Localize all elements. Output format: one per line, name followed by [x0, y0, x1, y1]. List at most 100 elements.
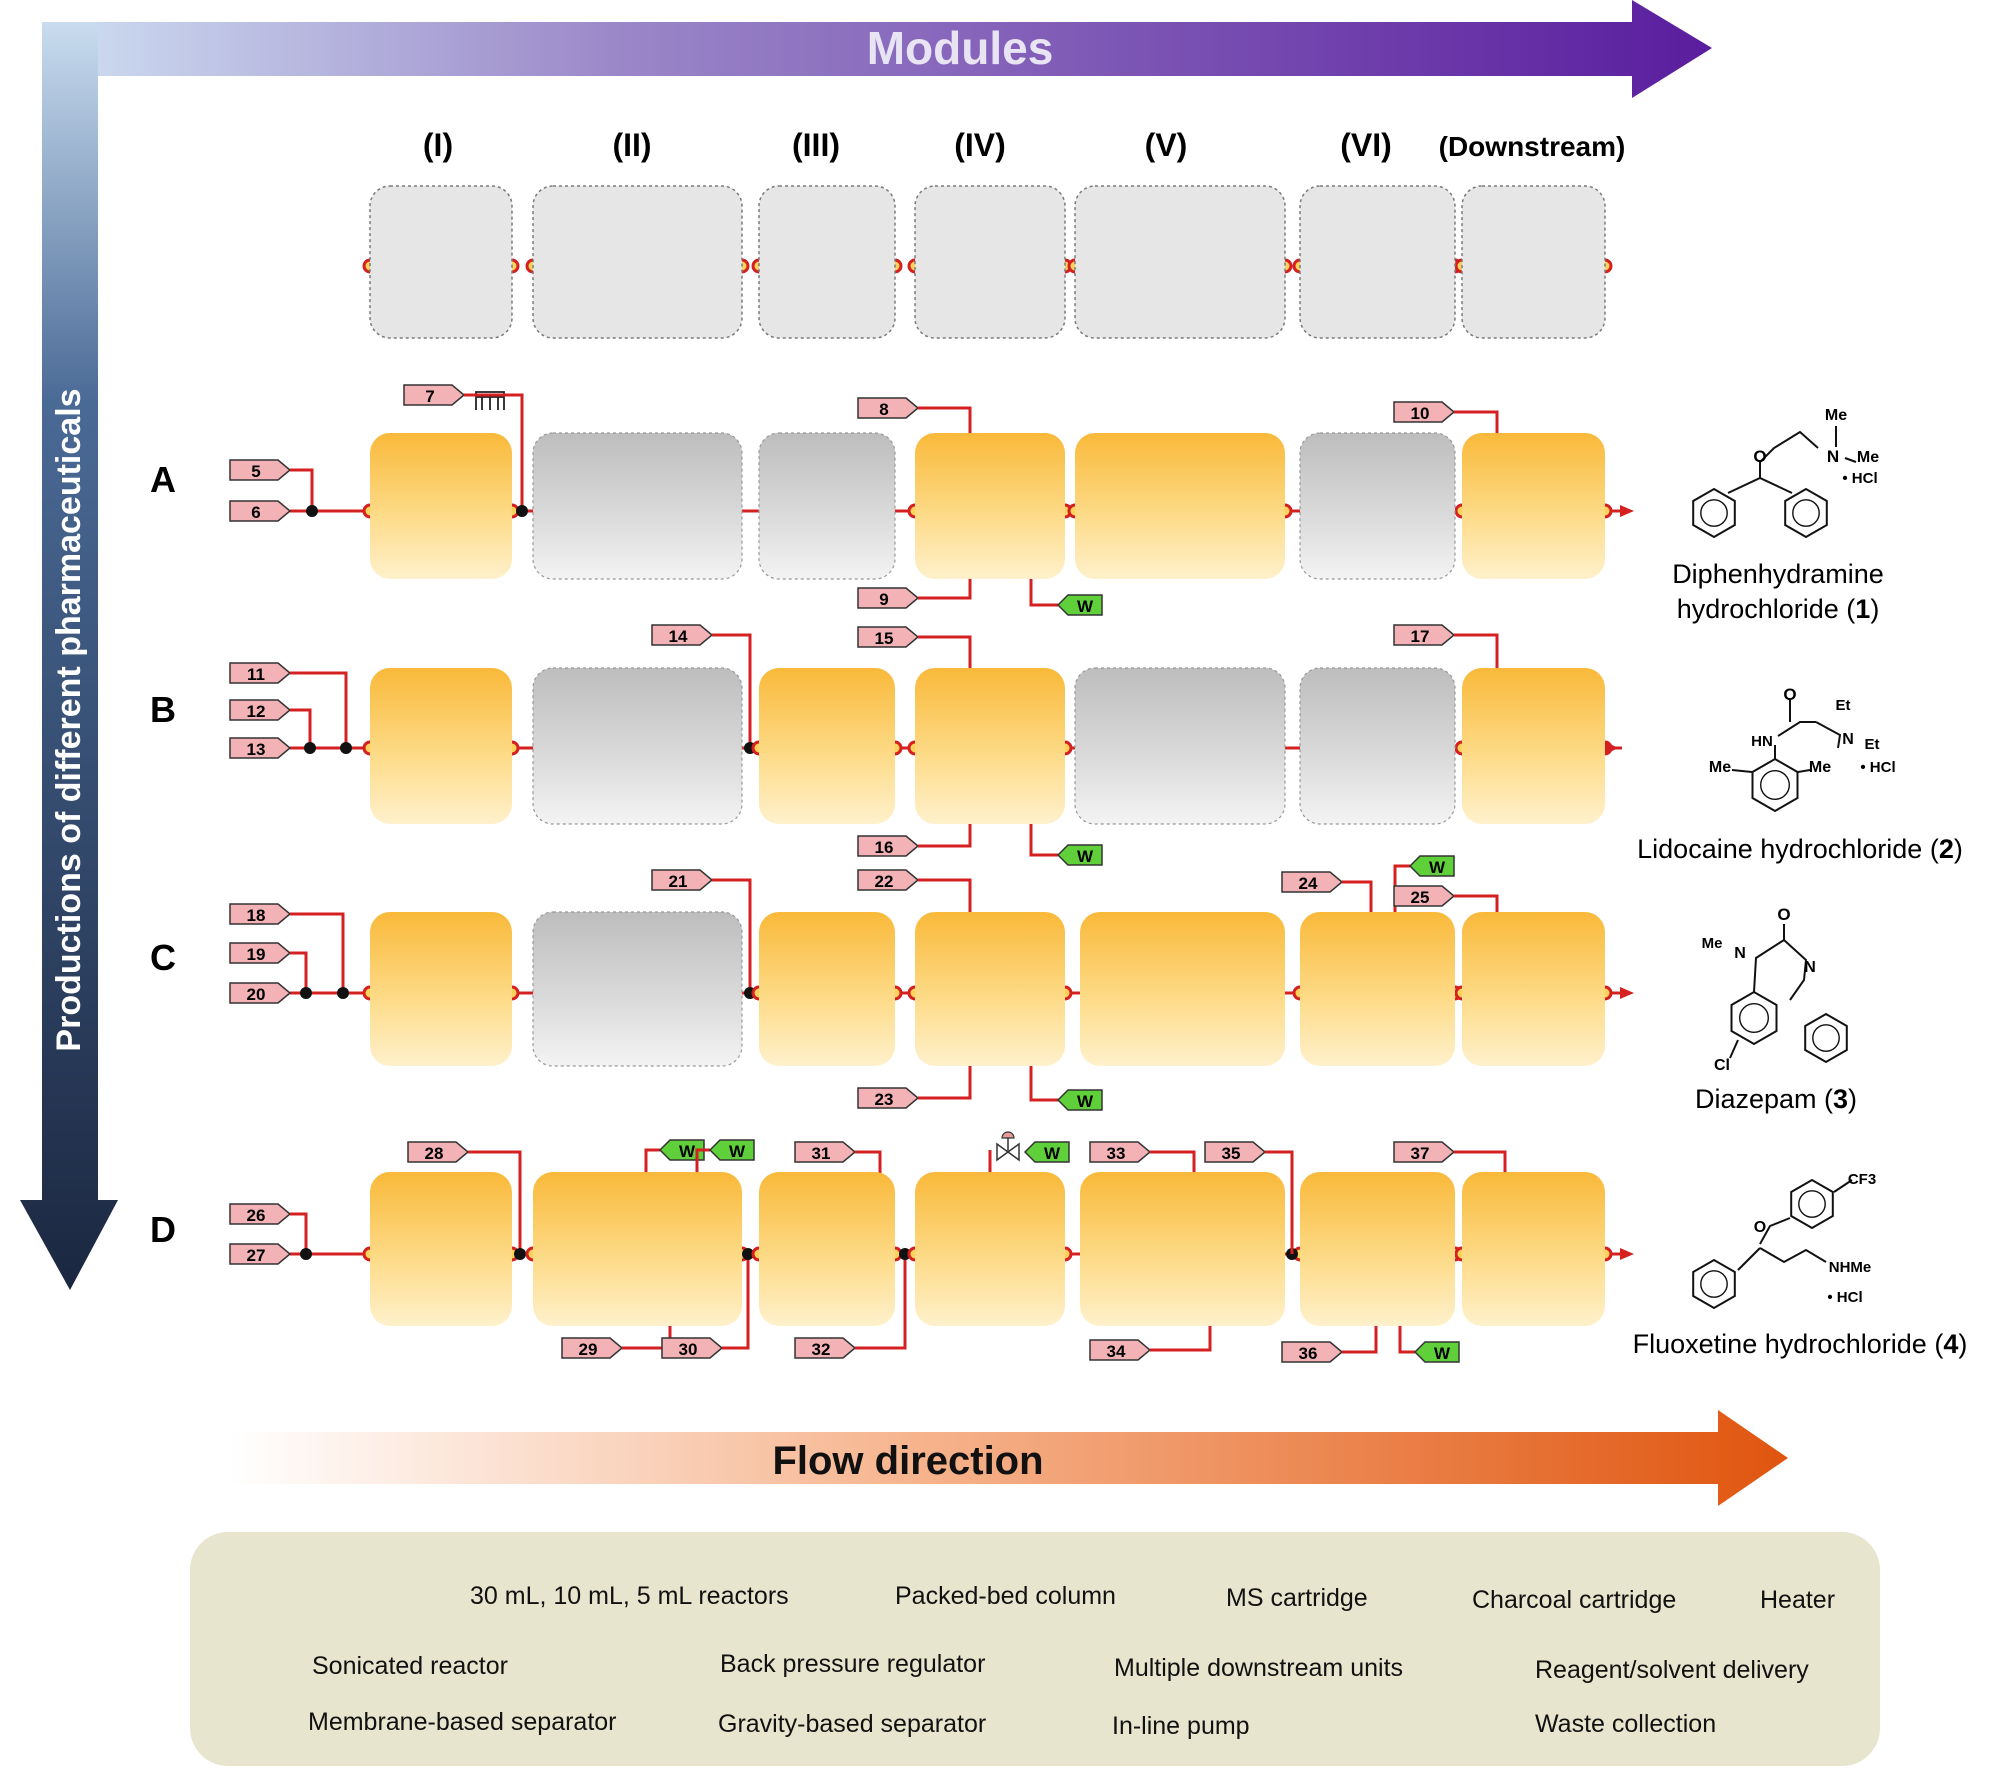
- module-i-active: [370, 1172, 512, 1326]
- tag-label: 6: [251, 503, 260, 522]
- reagent-inlet-tag: 17: [1393, 624, 1456, 646]
- module-ii-inactive: [532, 667, 743, 825]
- tag-label: 26: [247, 1206, 266, 1225]
- tag-shape: [1281, 871, 1344, 893]
- tag-label: 33: [1107, 1144, 1126, 1163]
- product-d-name: Fluoxetine hydrochloride (4): [1633, 1329, 1968, 1359]
- waste-collection-tag: W: [1413, 1341, 1460, 1363]
- reagent-inlet-tag: 30: [661, 1337, 724, 1359]
- tag-label: 29: [579, 1340, 598, 1359]
- tag-label: 17: [1411, 627, 1430, 646]
- junction-node: [306, 505, 318, 517]
- module-i-active: [370, 668, 512, 824]
- structure-atom-label: Me: [1709, 759, 1731, 776]
- structure-atom-label: HN: [1751, 733, 1773, 750]
- module-vi-inactive: [1299, 432, 1456, 580]
- junction-node: [899, 1248, 911, 1260]
- tag-shape: [403, 384, 466, 406]
- tag-shape: [857, 397, 920, 419]
- flow-direction-arrow: [230, 1410, 1788, 1506]
- module-vi-active: [1300, 1172, 1455, 1326]
- tag-shape: [1393, 624, 1456, 646]
- module-iii-inactive: [758, 432, 896, 580]
- structure-atom-label: Me: [1825, 407, 1847, 424]
- waste-label: W: [1044, 1144, 1061, 1163]
- tag-label: 25: [1411, 888, 1430, 907]
- module-reference-box: [532, 185, 743, 339]
- structure-bond: [1759, 430, 1819, 478]
- ring-outline: [1804, 1012, 1848, 1064]
- junction-node: [300, 987, 312, 999]
- reagent-inlet-tag: 19: [229, 942, 292, 964]
- structure-atom-label: N: [1827, 447, 1839, 466]
- legend-ms-cartridge: MS cartridge: [1226, 1584, 1368, 1612]
- module-iv-active: [915, 1172, 1065, 1326]
- module-v-active: [1075, 433, 1285, 579]
- reagent-inlet-tag: 21: [651, 869, 714, 891]
- legend-packed-bed: Packed-bed column: [895, 1582, 1116, 1610]
- tag-shape: [229, 459, 292, 481]
- tag-shape: [857, 1087, 920, 1109]
- ring-aromatic: [1812, 1024, 1840, 1052]
- junction-node: [337, 987, 349, 999]
- tag-shape: [229, 737, 292, 759]
- benzene-ring: [1804, 1012, 1848, 1064]
- waste-shape: [1023, 1141, 1070, 1163]
- flow-outlet-arrow: [1620, 987, 1634, 999]
- waste-collection-tag: W: [708, 1139, 755, 1161]
- ring-aromatic: [1700, 499, 1728, 527]
- flow-line: [464, 393, 524, 511]
- ring-outline: [1730, 990, 1778, 1046]
- structure-bond: [1759, 1217, 1791, 1245]
- structure-bond: [1753, 938, 1808, 1001]
- reagent-inlet-tag: 7: [403, 384, 466, 406]
- waste-label: W: [1429, 858, 1446, 877]
- tag-shape: [229, 1203, 292, 1225]
- tag-label: 21: [669, 872, 688, 891]
- benzene-ring: [1751, 757, 1799, 813]
- reagent-inlet-tag: 28: [407, 1141, 470, 1163]
- reagent-inlet-tag: 14: [651, 624, 714, 646]
- waste-label: W: [679, 1142, 696, 1161]
- ring-aromatic: [1792, 499, 1820, 527]
- junction-node: [300, 1248, 312, 1260]
- benzene-ring: [1784, 487, 1828, 539]
- tag-label: 27: [247, 1246, 266, 1265]
- module-header-1: (I): [423, 127, 453, 163]
- legend-waste: Waste collection: [1535, 1710, 1716, 1738]
- module-ii-active: [533, 1172, 742, 1326]
- bpr-knob: [1001, 1131, 1015, 1139]
- junction-node: [742, 1248, 754, 1260]
- tag-shape: [1204, 1141, 1267, 1163]
- ring-aromatic: [1798, 1190, 1826, 1218]
- waste-shape: [1413, 1341, 1460, 1363]
- waste-collection-tag: W: [1408, 855, 1455, 877]
- waste-collection-tag: W: [1023, 1141, 1070, 1163]
- waste-shape: [1056, 844, 1103, 866]
- module-reference-box: [369, 185, 513, 339]
- structure-bond: [1833, 1179, 1853, 1193]
- flow-line: [1265, 1150, 1294, 1254]
- tag-shape: [794, 1141, 857, 1163]
- flow-line: [290, 671, 348, 748]
- tag-shape: [857, 869, 920, 891]
- structure-atom-label: N: [1734, 945, 1746, 962]
- ring-outline: [1790, 1178, 1834, 1230]
- flow-outlet-arrow: [1605, 742, 1619, 754]
- tag-shape: [1393, 401, 1456, 423]
- legend-multi-downstream: Multiple downstream units: [1114, 1654, 1403, 1682]
- tag-label: 32: [812, 1340, 831, 1359]
- reagent-inlet-tag: 13: [229, 737, 292, 759]
- module-iv-active: [915, 668, 1065, 824]
- modules-label: Modules: [867, 22, 1054, 74]
- flow-outlet-arrow: [1620, 1248, 1634, 1260]
- diagram-components: 105S301010n56105789W1010nA11121310514301…: [150, 185, 1896, 1745]
- tag-label: 23: [875, 1090, 894, 1109]
- product-c-name: Diazepam (3): [1695, 1084, 1857, 1114]
- flow-line: [855, 1150, 882, 1180]
- waste-shape: [1056, 594, 1103, 616]
- module-reference-box: [1074, 185, 1286, 339]
- structure-atom-label: Me: [1857, 449, 1879, 466]
- module-vi-inactive: [1299, 667, 1456, 825]
